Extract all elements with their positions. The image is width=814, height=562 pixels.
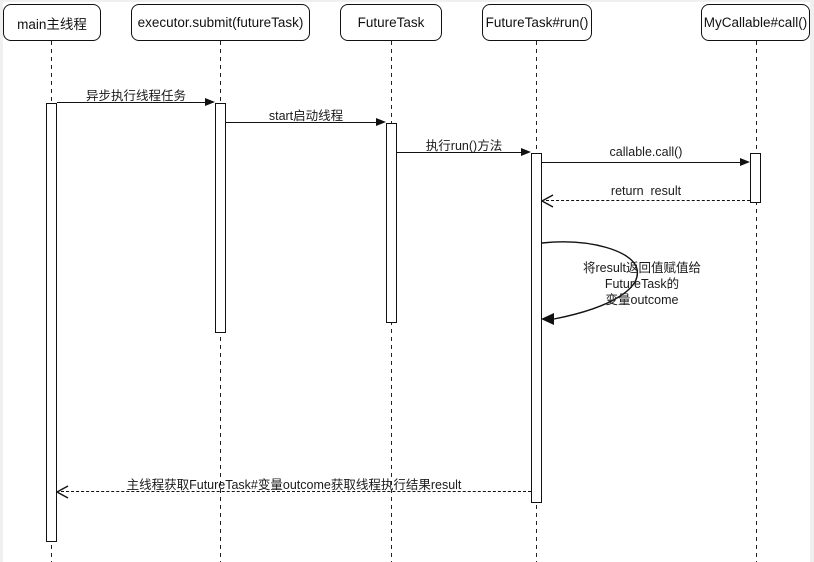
activation-main: [46, 103, 57, 542]
arrowhead-filled-icon: [376, 118, 386, 126]
message-assign-outcome-label: 将result返回值赋值给FutureTask的变量outcome: [582, 261, 702, 307]
message-start-thread-label: start启动线程: [268, 109, 344, 123]
message-callable-call-label: callable.call(): [609, 145, 683, 159]
participant-futuretask-label: FutureTask: [357, 15, 425, 30]
participant-executor: executor.submit(futureTask): [131, 4, 310, 41]
participant-executor-label: executor.submit(futureTask): [137, 15, 304, 30]
lifeline-mycallable: [756, 41, 757, 562]
message-run-method-line: [397, 152, 522, 153]
message-main-get-result-line: [61, 491, 531, 492]
participant-futuretask-run-label: FutureTask#run(): [485, 15, 589, 30]
message-main-get-result-label: 主线程获取FutureTask#变量outcome获取线程执行结果result: [126, 478, 462, 492]
message-assign-outcome-arc: [541, 241, 639, 325]
arrowhead-filled-icon: [541, 313, 554, 325]
arrowhead-filled-icon: [740, 158, 750, 166]
message-start-thread-line: [226, 122, 377, 123]
arrowhead-filled-icon: [205, 98, 215, 106]
participant-main-label: main主线程: [17, 16, 87, 32]
message-return-result-label: return result: [610, 184, 682, 198]
arrowhead-open-icon: [541, 194, 554, 208]
activation-futuretask-run: [531, 153, 542, 503]
message-callable-call-line: [542, 162, 741, 163]
arrowhead-filled-icon: [521, 148, 531, 156]
message-async-exec-line: [57, 102, 206, 103]
diagram-canvas: [3, 2, 810, 562]
activation-mycallable: [750, 153, 761, 203]
participant-main: main主线程: [3, 4, 101, 41]
message-run-method-label: 执行run()方法: [425, 139, 503, 153]
participant-futuretask: FutureTask: [340, 4, 442, 41]
activation-futuretask: [386, 123, 397, 323]
participant-futuretask-run: FutureTask#run(): [482, 4, 592, 41]
participant-mycallable-label: MyCallable#call(): [703, 15, 808, 30]
message-return-result-line: [546, 200, 750, 201]
arrowhead-open-icon: [56, 485, 69, 499]
message-async-exec-label: 异步执行线程任务: [85, 89, 187, 103]
participant-mycallable: MyCallable#call(): [701, 4, 810, 41]
activation-executor: [215, 103, 226, 333]
